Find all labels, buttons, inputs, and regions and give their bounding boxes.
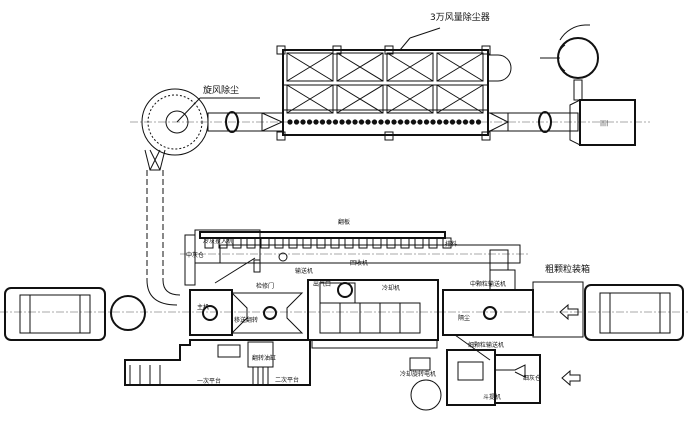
label-dust-isolation: 隔尘 bbox=[458, 314, 470, 322]
top-duct bbox=[207, 111, 579, 133]
label-platform-2: 二次平台 bbox=[275, 376, 299, 384]
svg-text:||||: |||| bbox=[600, 120, 608, 127]
label-return-machine: 回收机 bbox=[350, 259, 368, 267]
label-main-unit: 主机 bbox=[197, 303, 209, 311]
label-flip-cylinder: 翻转油缸 bbox=[252, 354, 276, 362]
upper-conveyor bbox=[184, 229, 521, 291]
label-cold-ash-feeder: 冷灰投入机 bbox=[203, 237, 233, 245]
label-service-door: 检修门 bbox=[256, 282, 274, 290]
label-transfer-machine: 输送机 bbox=[295, 267, 313, 275]
platforms bbox=[124, 339, 311, 386]
label-flap: 翻板 bbox=[338, 218, 350, 226]
dust-collector bbox=[276, 27, 512, 141]
left-machine bbox=[4, 287, 146, 341]
exhaust-fan: |||| bbox=[540, 24, 636, 146]
vertical-duct bbox=[146, 170, 181, 306]
label-medium-particle-conveyor: 中颗粒输送机 bbox=[470, 280, 506, 288]
label-dust-collector: 3万风量除尘器 bbox=[430, 11, 490, 23]
lower-equipment bbox=[311, 339, 581, 411]
label-fine-ash-bin: 细灰仓 bbox=[523, 374, 541, 382]
cyclone bbox=[141, 88, 260, 171]
label-medium-ash-bin: 中灰仓 bbox=[186, 251, 204, 259]
label-coarse-particle-boxing: 粗颗粒装箱 bbox=[545, 263, 590, 275]
label-cooling-motor: 冷却旋转电机 bbox=[400, 370, 436, 378]
label-fine-particle-conveyor: 细颗粒输送机 bbox=[468, 341, 504, 349]
label-bucket-elevator: 斗提机 bbox=[483, 393, 501, 401]
label-cyclone: 旋风除尘 bbox=[203, 84, 239, 96]
label-platform-1: 一次平台 bbox=[197, 377, 221, 385]
right-machine bbox=[532, 281, 684, 341]
label-cooler: 冷却机 bbox=[382, 284, 400, 292]
label-transfer-flip: 移送翻转 bbox=[234, 316, 258, 324]
label-air-outlet: 出气口 bbox=[313, 280, 331, 288]
label-discharge: 排料 bbox=[445, 240, 457, 248]
